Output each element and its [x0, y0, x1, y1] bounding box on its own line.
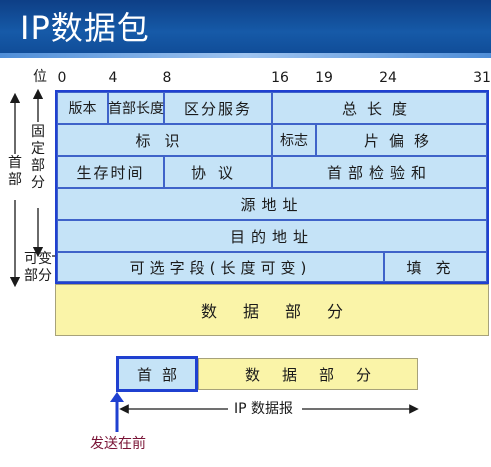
bit-axis-label: 位: [33, 69, 47, 85]
header-side-label: 首部: [8, 155, 22, 188]
send-first-label: 发送在前: [90, 436, 146, 452]
destination-address-field: 目的地址: [57, 220, 487, 252]
bit-marker-4: 4: [108, 70, 118, 86]
fragment-offset-field: 片偏移: [316, 124, 487, 156]
page-title: IP数据包: [20, 9, 150, 47]
header-checksum-field: 首部检验和: [272, 156, 487, 188]
title-accent-line: [0, 53, 491, 58]
service-field: 区分服务: [164, 92, 272, 124]
options-field: 可选字段(长度可变): [57, 252, 384, 282]
ip-datagram-caption: IP 数据报: [234, 401, 294, 417]
ttl-field: 生存时间: [57, 156, 164, 188]
bit-marker-31: 31: [473, 70, 491, 86]
bit-marker-24: 24: [379, 70, 397, 86]
send-first-arrow: [110, 392, 124, 432]
bit-marker-19: 19: [315, 70, 333, 86]
variable-part-label: 可变部分: [24, 251, 52, 284]
protocol-field: 协议: [164, 156, 272, 188]
padding-field: 填充: [384, 252, 487, 282]
flags-field: 标志: [272, 124, 316, 156]
version-field: 版本: [57, 92, 108, 124]
ip-header-table: 版本 首部长度 区分服务 总长度 标识 标志 片偏移 生存时间 协议 首部检验和…: [55, 90, 489, 284]
identification-field: 标识: [57, 124, 272, 156]
bit-marker-8: 8: [162, 70, 172, 86]
header-length-field: 首部长度: [108, 92, 164, 124]
datagram-data-block: 数据部分: [198, 358, 418, 390]
source-address-field: 源地址: [57, 188, 487, 220]
total-length-field: 总长度: [272, 92, 487, 124]
data-part-block: 数据部分: [55, 284, 489, 336]
datagram-header-block: 首部: [116, 356, 198, 392]
fixed-part-label: 固定部分: [31, 124, 45, 191]
title-bar: IP数据包: [0, 0, 491, 58]
bit-marker-0: 0: [57, 70, 67, 86]
bit-marker-16: 16: [271, 70, 289, 86]
